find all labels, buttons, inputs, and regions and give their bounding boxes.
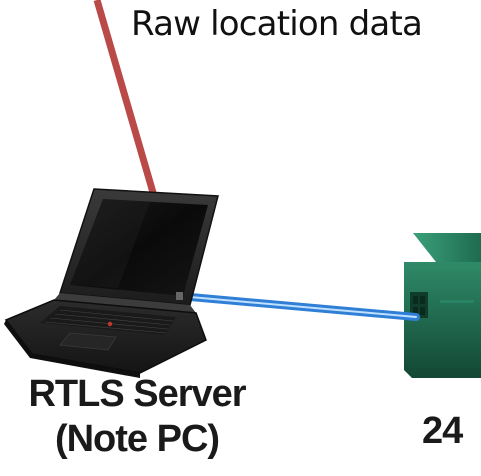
raw-data-link-line xyxy=(93,0,158,197)
laptop-icon xyxy=(4,188,219,378)
switch-caption-partial: 24 xyxy=(422,410,463,452)
network-cable xyxy=(175,292,420,321)
raw-location-data-label: Raw location data xyxy=(131,4,423,44)
server-subtitle: (Note PC) xyxy=(54,418,220,460)
server-title: RTLS Server xyxy=(28,373,246,415)
rtls-server-caption: RTLS Server (Note PC) xyxy=(3,372,271,462)
network-switch-icon xyxy=(404,233,481,378)
